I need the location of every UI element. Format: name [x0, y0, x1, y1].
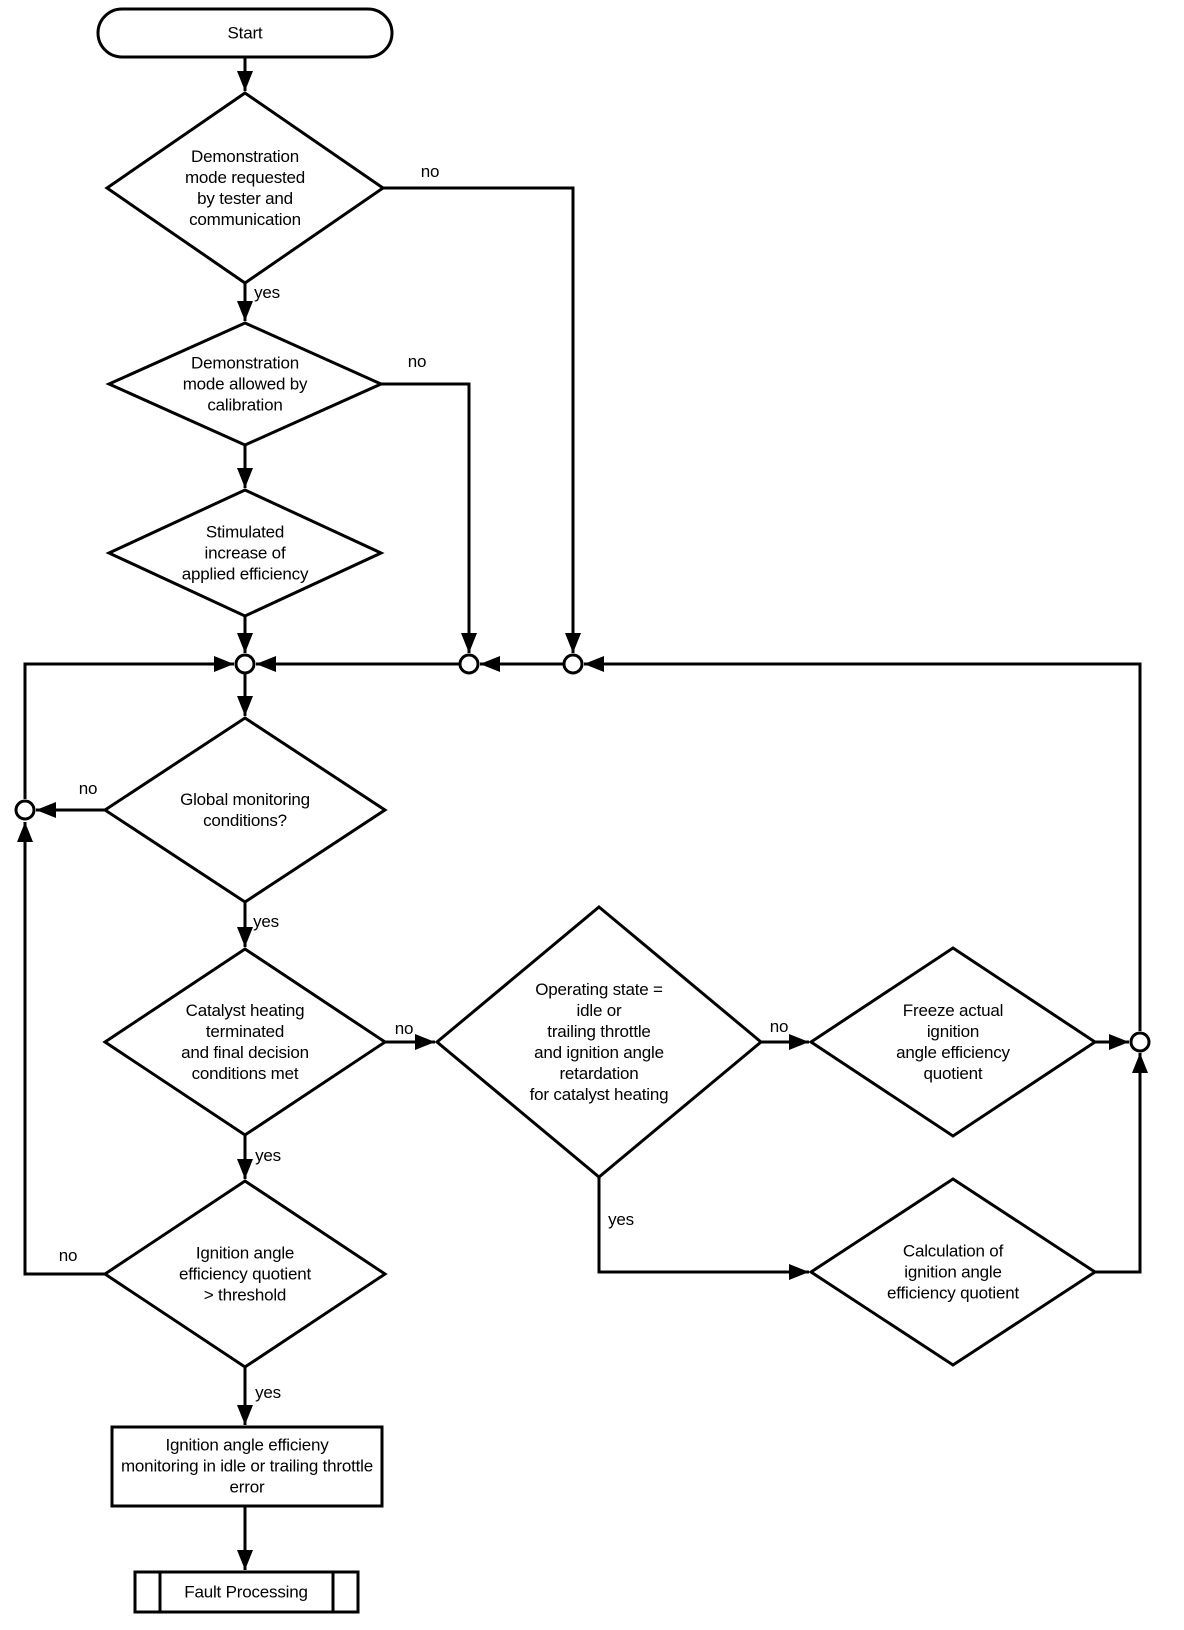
demo-requested-label: Demonstration mode requested by tester a… [184, 147, 306, 229]
junction-right [1129, 1031, 1151, 1053]
edge-label-catalyst-no: no [394, 1019, 414, 1038]
decision-operating-state [434, 905, 764, 1179]
junction-main [234, 653, 256, 675]
edge-label-operating-yes: yes [608, 1210, 634, 1229]
decision-threshold [102, 1179, 388, 1369]
edge-operating-yes [597, 1177, 809, 1280]
global-monitoring-label: Global monitoring conditions? [180, 790, 310, 830]
decision-global-monitoring [102, 716, 388, 904]
process-error-box [110, 1425, 384, 1508]
freeze-quotient-label: Freeze actual ignition angle efficiency … [896, 1001, 1010, 1083]
decision-stimulated-increase [105, 488, 385, 618]
decision-freeze-quotient [808, 946, 1098, 1138]
decision-calc-quotient [808, 1177, 1098, 1367]
edge-demo-allowed-no [381, 382, 477, 653]
junction-demo-allowed-no [458, 653, 480, 675]
edge-threshold-no [17, 822, 105, 1276]
fault-processing-label: Fault Processing [184, 1582, 308, 1602]
error-box-label: Ignition angle efficieny monitoring in i… [120, 1435, 374, 1497]
predefined-process-fault [133, 1570, 360, 1614]
operating-state-label: Operating state = idle or trailing throt… [529, 980, 669, 1104]
edge-label-global-no: no [78, 779, 98, 798]
catalyst-heating-label: Catalyst heating terminated and final de… [181, 1001, 309, 1083]
edge-label-demo-requested-no: no [420, 162, 440, 181]
edge-label-global-yes: yes [253, 912, 279, 931]
calc-quotient-label: Calculation of ignition angle efficiency… [887, 1241, 1019, 1303]
threshold-label: Ignition angle efficiency quotient > thr… [179, 1243, 311, 1305]
start-label: Start [227, 23, 263, 43]
edge-label-demo-requested-yes: yes [254, 283, 280, 302]
edge-label-threshold-no: no [58, 1246, 78, 1265]
edge-left-return-loop [23, 656, 234, 799]
decision-demo-allowed [105, 321, 385, 447]
junction-left [14, 799, 36, 821]
start-node [96, 7, 394, 59]
demo-allowed-label: Demonstration mode allowed by calibratio… [182, 353, 308, 415]
junction-demo-requested-no [562, 653, 584, 675]
edge-label-threshold-yes: yes [255, 1383, 281, 1402]
edge-label-operating-no: no [769, 1017, 789, 1036]
decision-catalyst-heating [102, 947, 388, 1137]
decision-demo-requested [104, 91, 386, 285]
edge-right-return-loop [584, 656, 1142, 1031]
edge-calc-out [1095, 1053, 1148, 1274]
edge-demo-requested-no [383, 186, 581, 653]
edge-label-catalyst-yes: yes [255, 1146, 281, 1165]
edge-label-demo-allowed-no: no [407, 352, 427, 371]
stimulated-label: Stimulated increase of applied efficienc… [181, 522, 309, 584]
